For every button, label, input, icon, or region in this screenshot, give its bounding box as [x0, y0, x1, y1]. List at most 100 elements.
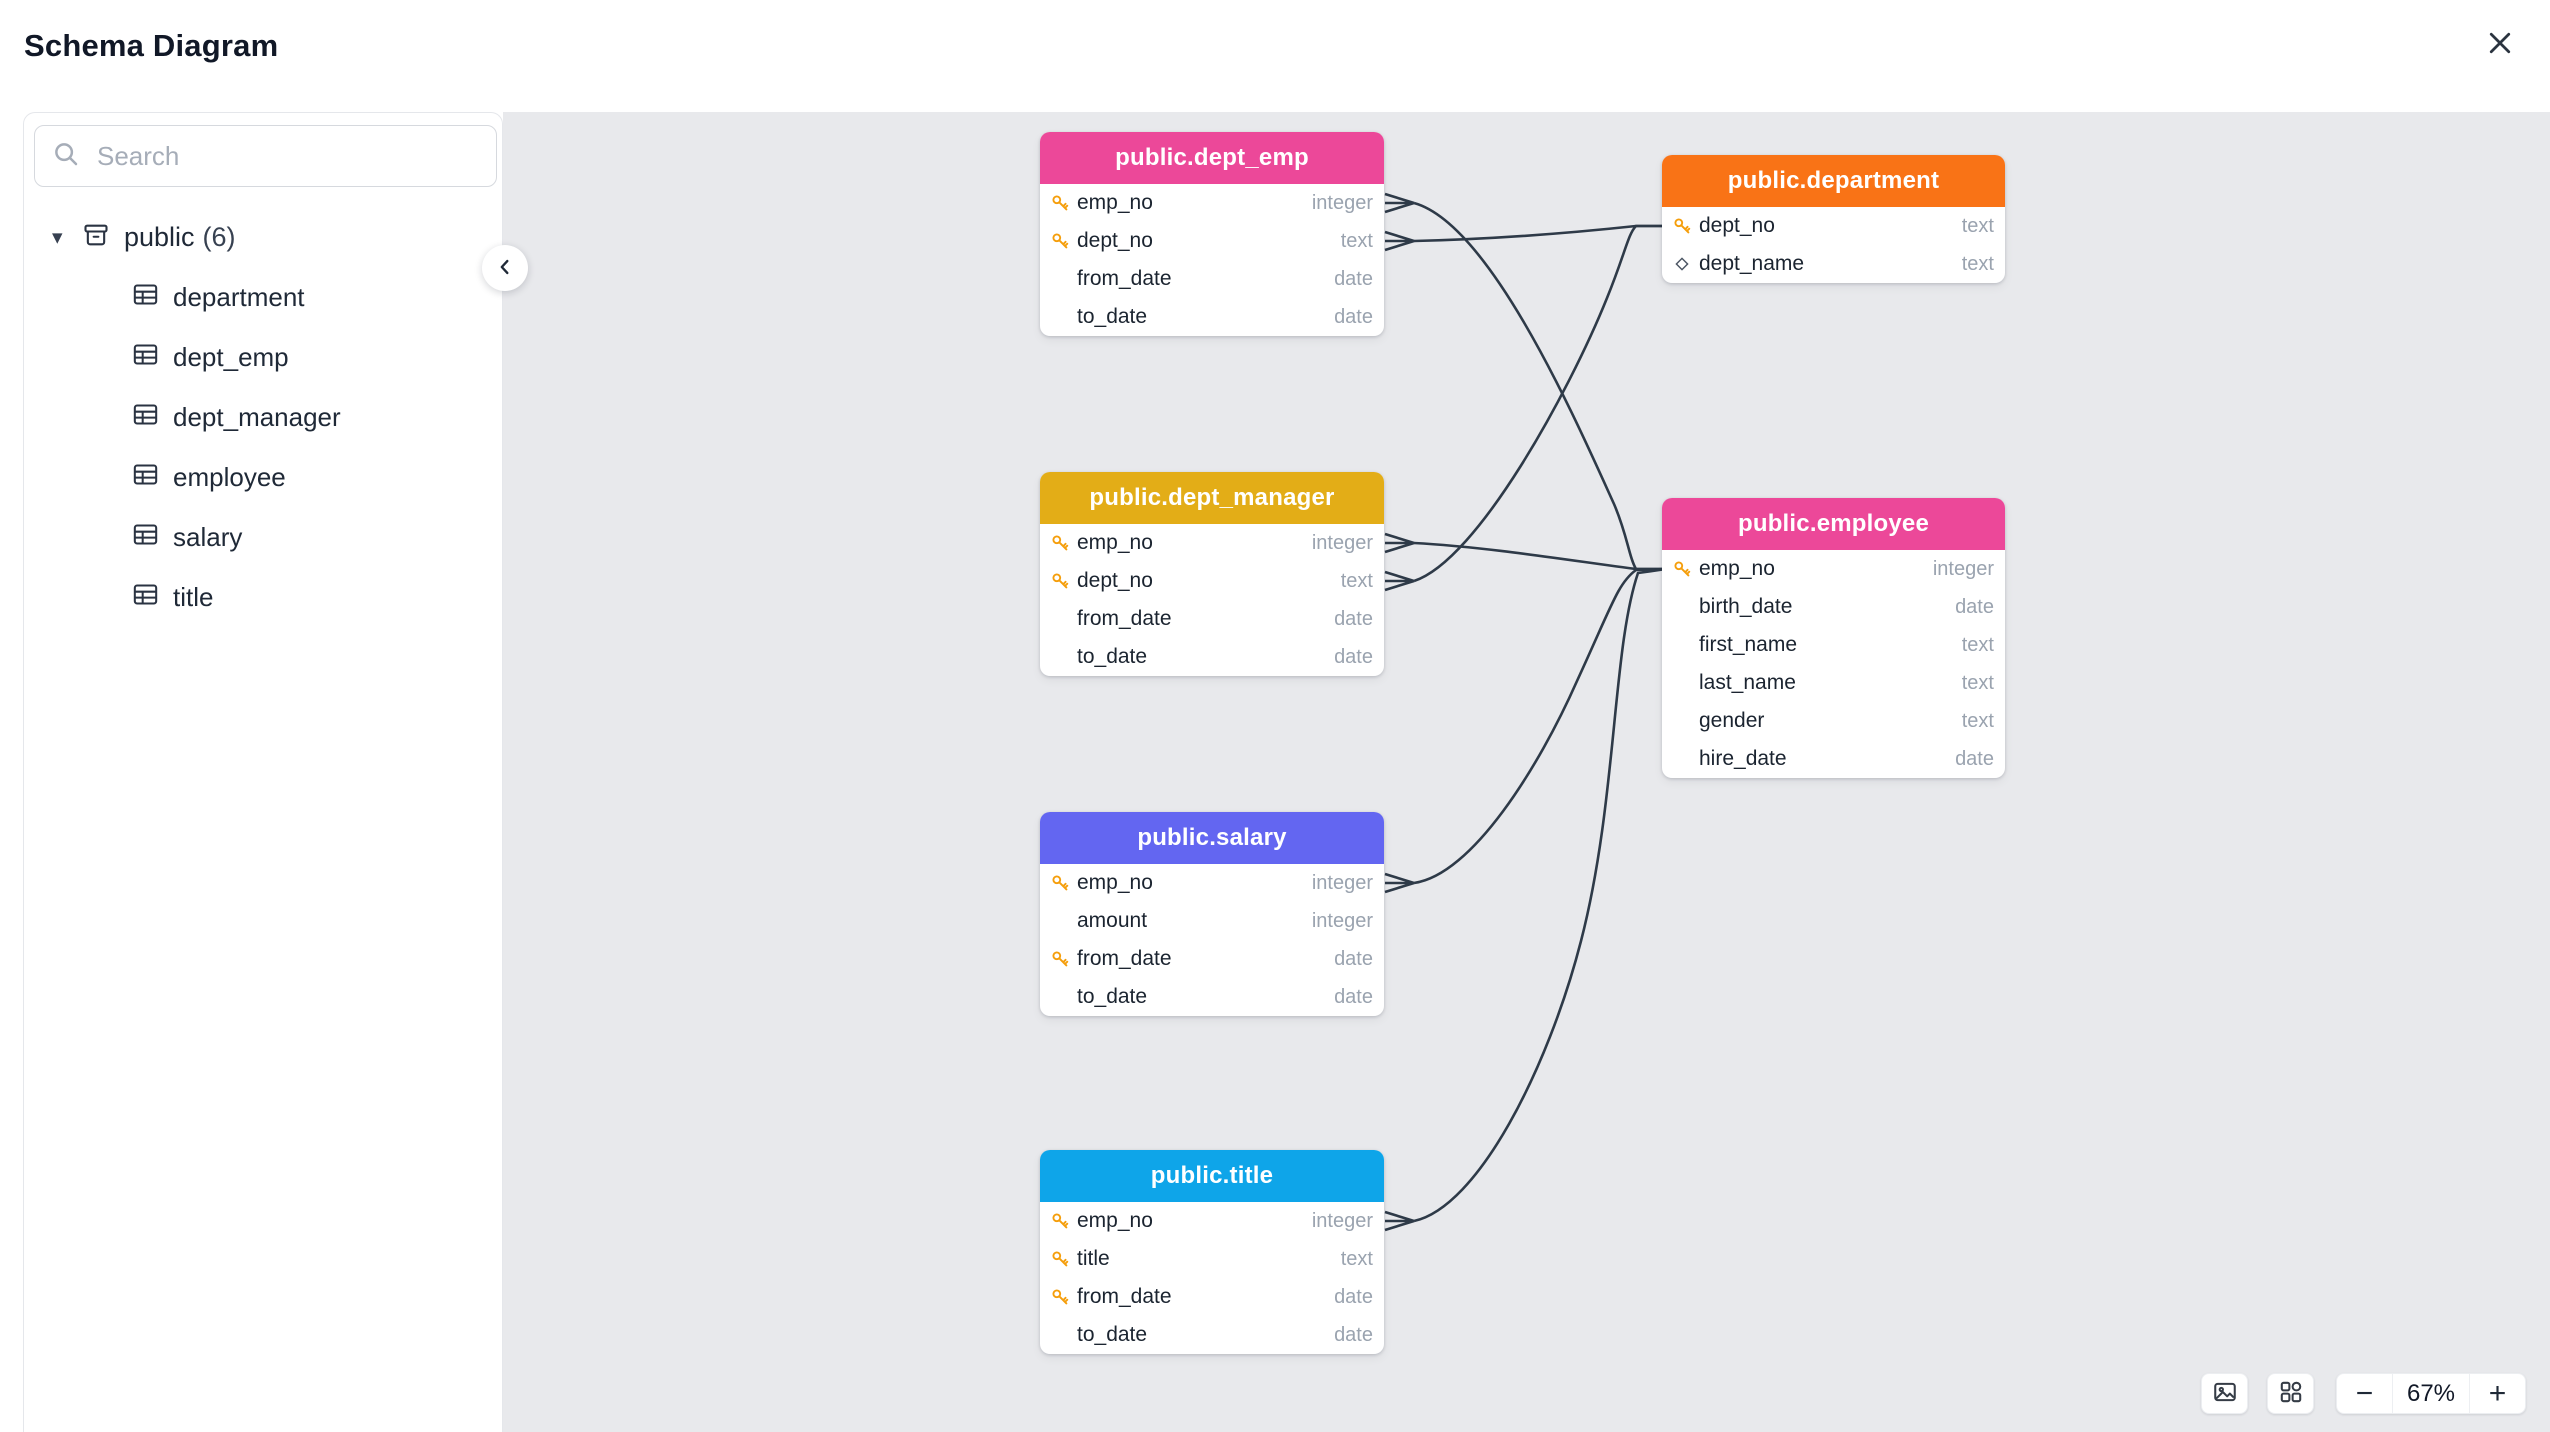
column-row: to_date date — [1040, 638, 1384, 676]
column-icon-spacer — [1049, 646, 1071, 668]
auto-layout-button[interactable] — [2267, 1373, 2314, 1414]
primary-key-icon — [1049, 1248, 1071, 1270]
schema-icon — [82, 221, 110, 254]
sidebar-item-employee[interactable]: employee — [24, 447, 502, 507]
caret-down-icon[interactable]: ▾ — [52, 225, 63, 249]
column-type: text — [1961, 633, 1994, 656]
table-header-salary[interactable]: public.salary — [1040, 812, 1384, 864]
sidebar-item-label: salary — [173, 521, 243, 552]
column-icon-spacer — [1049, 306, 1071, 328]
column-name: to_date — [1077, 645, 1148, 668]
column-row: title text — [1040, 1240, 1384, 1278]
sidebar-item-dept_emp[interactable]: dept_emp — [24, 327, 502, 387]
column-type: text — [1340, 1247, 1373, 1270]
diagram-canvas[interactable] — [503, 112, 2550, 1432]
primary-key-icon — [1671, 215, 1693, 237]
column-name: dept_name — [1699, 252, 1805, 275]
column-type: date — [1955, 595, 1994, 618]
column-type: text — [1961, 709, 1994, 732]
zoom-out-button[interactable]: − — [2337, 1374, 2393, 1413]
column-type: text — [1340, 569, 1373, 592]
table-node-title[interactable]: public.title emp_no integer title text f… — [1040, 1150, 1384, 1354]
column-name: emp_no — [1699, 557, 1775, 580]
column-type: integer — [1311, 191, 1373, 214]
sidebar-item-label: department — [173, 281, 305, 312]
column-type: date — [1955, 747, 1994, 770]
column-type: text — [1961, 671, 1994, 694]
column-name: title — [1077, 1247, 1110, 1270]
column-name: dept_no — [1077, 569, 1153, 592]
tree-schema-public[interactable]: ▾ public (6) — [24, 207, 502, 267]
close-button[interactable] — [2478, 22, 2522, 66]
primary-key-icon — [1671, 558, 1693, 580]
column-name: from_date — [1077, 267, 1172, 290]
column-row: birth_date date — [1662, 588, 2005, 626]
search-box — [34, 125, 497, 187]
table-node-dept_emp[interactable]: public.dept_emp emp_no integer dept_no t… — [1040, 132, 1384, 336]
table-header-title[interactable]: public.title — [1040, 1150, 1384, 1202]
column-name: last_name — [1699, 671, 1796, 694]
table-header-employee[interactable]: public.employee — [1662, 498, 2005, 550]
column-icon-spacer — [1049, 268, 1071, 290]
column-icon-spacer — [1671, 672, 1693, 694]
zoom-in-button[interactable]: + — [2469, 1374, 2525, 1413]
table-header-dept_manager[interactable]: public.dept_manager — [1040, 472, 1384, 524]
export-image-button[interactable] — [2201, 1373, 2248, 1414]
column-row: gender text — [1662, 702, 2005, 740]
column-type: integer — [1311, 909, 1373, 932]
column-name: emp_no — [1077, 1209, 1153, 1232]
column-name: first_name — [1699, 633, 1798, 656]
table-node-employee[interactable]: public.employee emp_no integer birth_dat… — [1662, 498, 2005, 778]
column-icon-spacer — [1671, 748, 1693, 770]
table-icon — [132, 461, 159, 493]
column-name: hire_date — [1699, 747, 1787, 770]
column-type: date — [1334, 267, 1373, 290]
column-type: text — [1961, 252, 1994, 275]
table-header-dept_emp[interactable]: public.dept_emp — [1040, 132, 1384, 184]
column-row: to_date date — [1040, 978, 1384, 1016]
unique-diamond-icon — [1671, 253, 1693, 275]
sidebar: ▾ public (6) department dept_emp — [23, 112, 503, 1432]
column-name: birth_date — [1699, 595, 1793, 618]
close-icon — [2485, 28, 2515, 61]
primary-key-icon — [1049, 1286, 1071, 1308]
column-row: emp_no integer — [1040, 524, 1384, 562]
column-type: date — [1334, 947, 1373, 970]
column-row: from_date date — [1040, 600, 1384, 638]
column-name: from_date — [1077, 607, 1172, 630]
column-row: last_name text — [1662, 664, 2005, 702]
primary-key-icon — [1049, 872, 1071, 894]
sidebar-item-label: employee — [173, 461, 286, 492]
column-row: from_date date — [1040, 1278, 1384, 1316]
table-node-dept_manager[interactable]: public.dept_manager emp_no integer dept_… — [1040, 472, 1384, 676]
sidebar-item-dept_manager[interactable]: dept_manager — [24, 387, 502, 447]
column-icon-spacer — [1049, 986, 1071, 1008]
schema-table-count: (6) — [202, 221, 236, 252]
primary-key-icon — [1049, 532, 1071, 554]
column-row: dept_no text — [1040, 562, 1384, 600]
column-row: from_date date — [1040, 260, 1384, 298]
primary-key-icon — [1049, 948, 1071, 970]
column-row: emp_no integer — [1040, 184, 1384, 222]
table-node-salary[interactable]: public.salary emp_no integer amount inte… — [1040, 812, 1384, 1016]
column-name: from_date — [1077, 947, 1172, 970]
sidebar-item-title[interactable]: title — [24, 567, 502, 627]
column-type: text — [1340, 229, 1373, 252]
column-type: date — [1334, 1285, 1373, 1308]
schema-tree: ▾ public (6) department dept_emp — [24, 207, 502, 627]
column-name: to_date — [1077, 305, 1148, 328]
sidebar-item-label: dept_emp — [173, 341, 289, 372]
table-header-department[interactable]: public.department — [1662, 155, 2005, 207]
column-icon-spacer — [1049, 910, 1071, 932]
sidebar-item-department[interactable]: department — [24, 267, 502, 327]
table-node-department[interactable]: public.department dept_no text dept_name… — [1662, 155, 2005, 283]
column-name: from_date — [1077, 1285, 1172, 1308]
search-input[interactable] — [97, 140, 480, 172]
column-type: date — [1334, 645, 1373, 668]
column-row: from_date date — [1040, 940, 1384, 978]
sidebar-collapse-button[interactable] — [482, 245, 528, 291]
column-row: emp_no integer — [1040, 864, 1384, 902]
column-name: gender — [1699, 709, 1765, 732]
sidebar-item-salary[interactable]: salary — [24, 507, 502, 567]
